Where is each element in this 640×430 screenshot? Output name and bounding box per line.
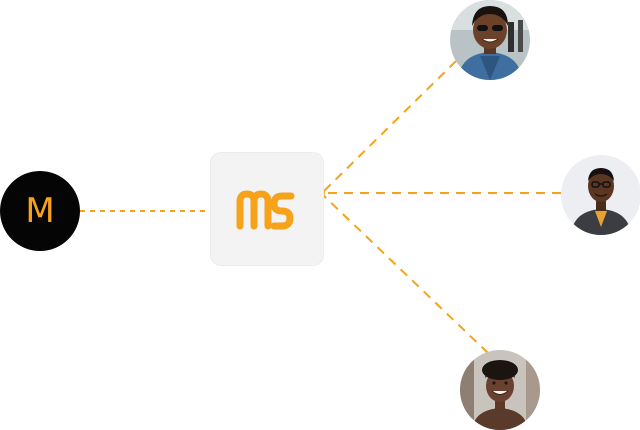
ms-logo-icon — [236, 190, 295, 230]
source-avatar-letter: M — [25, 191, 55, 231]
person-avatar-woman-smiling — [460, 350, 540, 430]
source-avatar: M — [0, 171, 80, 251]
hub-node — [211, 153, 323, 265]
connector-avatar-3-to-hub — [324, 196, 489, 354]
person-avatar-woman-sunglasses — [450, 0, 530, 80]
person-avatar-man-glasses — [561, 155, 640, 235]
connector-avatar-1-to-hub — [324, 60, 457, 191]
